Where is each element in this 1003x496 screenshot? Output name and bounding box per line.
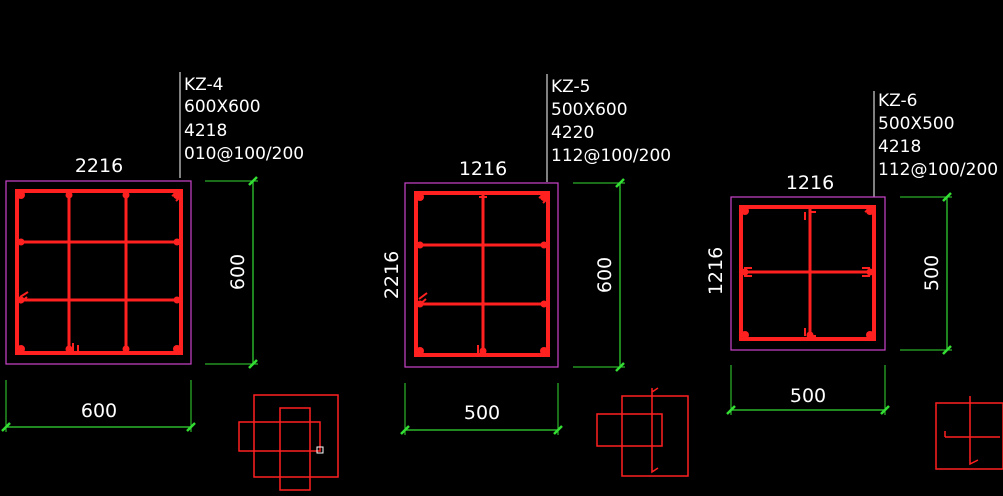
height-dim-kz5: 600 — [594, 257, 616, 293]
stirrup-outer-kz4 — [15, 189, 183, 355]
top-bar-label-kz6: 1216 — [786, 172, 834, 194]
top-bar-label-kz5: 1216 — [459, 158, 507, 180]
width-dim-kz4: 600 — [81, 400, 117, 422]
column-outline-kz5 — [404, 182, 559, 368]
corner-bars-kz5: 4220 — [551, 123, 594, 143]
stirrup-spec-kz4: 010@100/200 — [184, 144, 304, 164]
height-ticks-kz6 — [942, 192, 952, 355]
column-mark-kz5: KZ-5 — [551, 77, 590, 97]
corner-bars-kz4: 4218 — [184, 121, 227, 141]
height-ticks-kz5 — [615, 178, 625, 372]
width-dim-kz5: 500 — [464, 402, 500, 424]
corner-bars-kz6: 4218 — [878, 137, 921, 157]
width-ticks-kz6 — [726, 405, 890, 415]
hooks-kz5 — [418, 191, 549, 357]
width-ticks-kz4 — [1, 422, 196, 432]
column-mark-kz4: KZ-4 — [184, 75, 223, 95]
column-kz6: KZ-6 500X500 4218 112@100/200 1216 1216 … — [705, 91, 1003, 470]
column-kz4: KZ-4 600X600 4218 010@100/200 2216 600 — [1, 72, 339, 491]
side-bar-label-kz6: 1216 — [705, 247, 727, 295]
column-kz5: KZ-5 500X600 4220 112@100/200 1216 2216 … — [381, 74, 689, 477]
grip-handle[interactable] — [316, 446, 324, 454]
stirrup-spec-kz5: 112@100/200 — [551, 146, 671, 166]
side-bar-label-kz5: 2216 — [381, 251, 403, 299]
height-ticks-kz4 — [248, 176, 258, 369]
hooks-kz6 — [744, 205, 874, 337]
stirrup-spec-kz6: 112@100/200 — [878, 160, 998, 180]
section-size-kz5: 500X600 — [551, 100, 628, 120]
rebar-dots-kz6 — [741, 207, 874, 339]
hooks-kz4 — [19, 189, 182, 352]
stirrup-detail-kz6 — [935, 396, 1003, 470]
stirrup-detail-kz5 — [596, 387, 689, 477]
stirrup-detail-kz4 — [238, 394, 339, 491]
column-mark-kz6: KZ-6 — [878, 91, 917, 111]
height-dim-kz4: 600 — [227, 254, 249, 290]
width-ticks-kz5 — [400, 425, 563, 435]
height-dim-kz6: 500 — [921, 255, 943, 291]
rebar-dots-kz4 — [17, 191, 181, 353]
column-outline-kz4 — [5, 180, 192, 365]
top-bar-label-kz4: 2216 — [75, 155, 123, 177]
width-dim-kz6: 500 — [790, 385, 826, 407]
section-size-kz6: 500X500 — [878, 114, 955, 134]
column-outline-kz6 — [730, 196, 886, 351]
section-size-kz4: 600X600 — [184, 97, 261, 117]
